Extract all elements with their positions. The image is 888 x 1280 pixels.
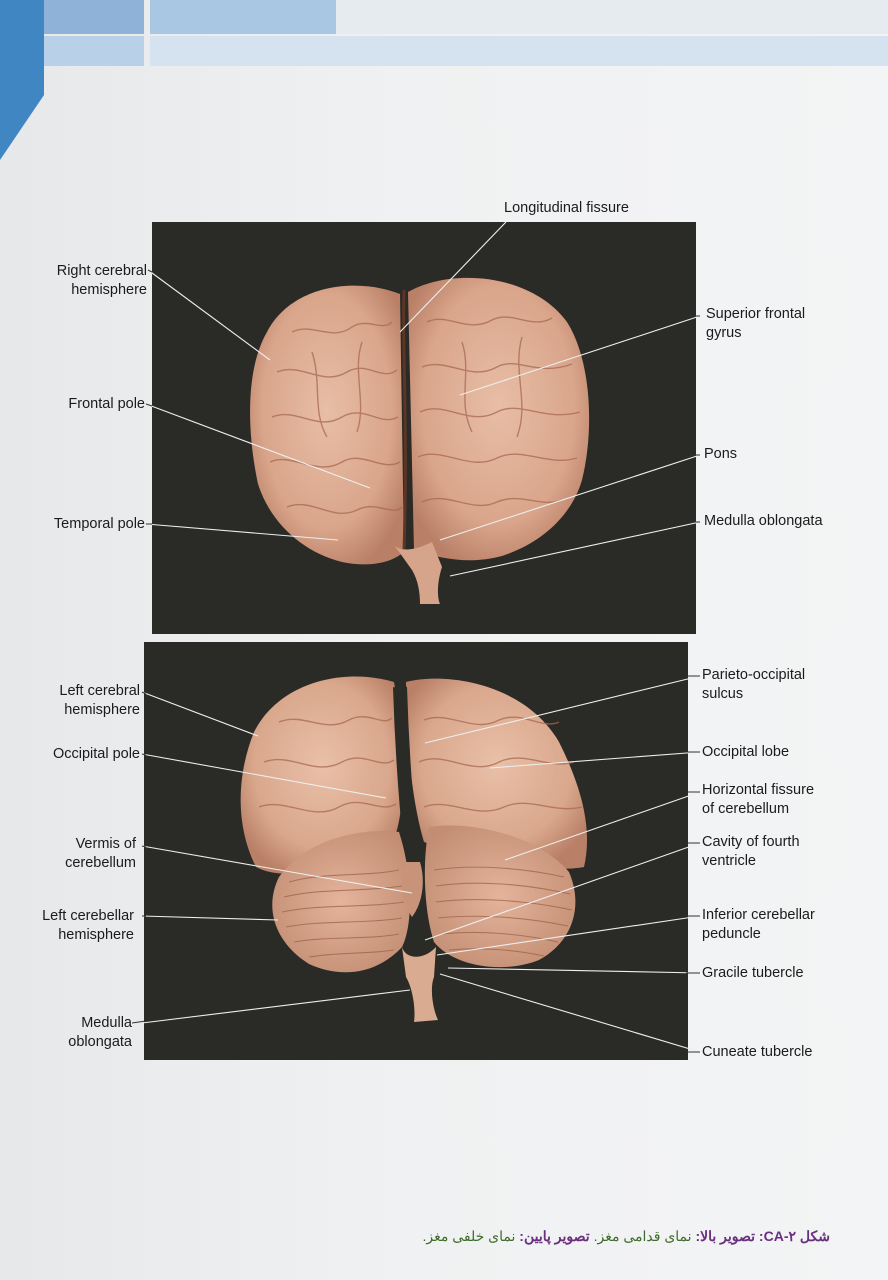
label-line: Medulla: [81, 1015, 132, 1031]
label-line: sulcus: [702, 686, 744, 702]
figure-caption: شکل ۲-CA: تصویر بالا: نمای قدامی مغز. تص…: [423, 1228, 831, 1245]
label-horizontal-fissure: Horizontal fissure of cerebellum: [702, 781, 814, 819]
label-line: hemisphere: [64, 702, 140, 718]
label-line: gyrus: [706, 325, 742, 341]
label-temporal-pole: Temporal pole: [53, 516, 145, 532]
label-cavity-fourth-ventricle: Cavity of fourth ventricle: [702, 833, 800, 871]
label-medulla-oblongata-top: Medulla oblongata: [704, 513, 823, 529]
label-line: of cerebellum: [702, 801, 790, 817]
label-right-cerebral-hemisphere: Right cerebral hemisphere: [57, 262, 147, 300]
label-line: peduncle: [702, 926, 761, 942]
right-hemisphere-shape: [250, 285, 404, 565]
label-vermis: Vermis of cerebellum: [65, 835, 136, 873]
label-line: Right cerebral: [56, 263, 147, 279]
anterior-brainstem-shape: [392, 542, 442, 604]
label-longitudinal-fissure: Longitudinal fissure: [504, 200, 629, 216]
posterior-medulla-shape: [402, 947, 438, 1022]
label-line: Cavity of fourth: [702, 834, 800, 850]
label-inferior-cerebellar-peduncle: Inferior cerebellar peduncle: [702, 906, 815, 944]
label-cuneate-tubercle: Cuneate tubercle: [702, 1044, 813, 1060]
page-header-decoration: [0, 0, 888, 160]
label-left-cerebral-hemisphere: Left cerebral hemisphere: [59, 682, 140, 720]
label-frontal-pole: Frontal pole: [68, 396, 145, 412]
label-occipital-pole: Occipital pole: [52, 746, 140, 762]
label-line: hemisphere: [71, 282, 147, 298]
label-occipital-lobe: Occipital lobe: [702, 744, 790, 760]
label-line: ventricle: [702, 853, 756, 869]
label-line: Horizontal fissure: [702, 782, 815, 798]
label-line: Left cerebral: [59, 683, 140, 699]
label-pons: Pons: [704, 446, 738, 462]
label-line: cerebellum: [65, 855, 136, 871]
label-gracile-tubercle: Gracile tubercle: [702, 965, 804, 981]
label-line: Superior frontal: [706, 306, 806, 322]
label-superior-frontal-gyrus: Superior frontal gyrus: [706, 305, 805, 343]
label-parieto-occipital-sulcus: Parieto-occipital sulcus: [702, 666, 805, 704]
caption-top-heading: تصویر بالا:: [695, 1228, 756, 1244]
label-medulla-oblongata-bottom: Medulla oblongata: [68, 1014, 132, 1052]
label-line: hemisphere: [58, 927, 134, 943]
anterior-brain-photo: [152, 222, 696, 634]
posterior-brain-photo: [144, 642, 688, 1060]
caption-top-text: نمای قدامی مغز.: [593, 1228, 692, 1244]
label-line: oblongata: [68, 1034, 132, 1050]
label-line: Left cerebellar: [42, 908, 134, 924]
label-line: Vermis of: [75, 836, 136, 852]
label-line: Parieto-occipital: [702, 667, 806, 683]
label-line: Inferior cerebellar: [702, 907, 815, 923]
caption-bottom-heading: تصویر پایین:: [519, 1228, 590, 1244]
label-left-cerebellar-hemisphere: Left cerebellar hemisphere: [42, 907, 134, 945]
caption-figure-number: شکل ۲-CA:: [758, 1228, 830, 1244]
caption-bottom-text: نمای خلفی مغز.: [422, 1228, 516, 1244]
